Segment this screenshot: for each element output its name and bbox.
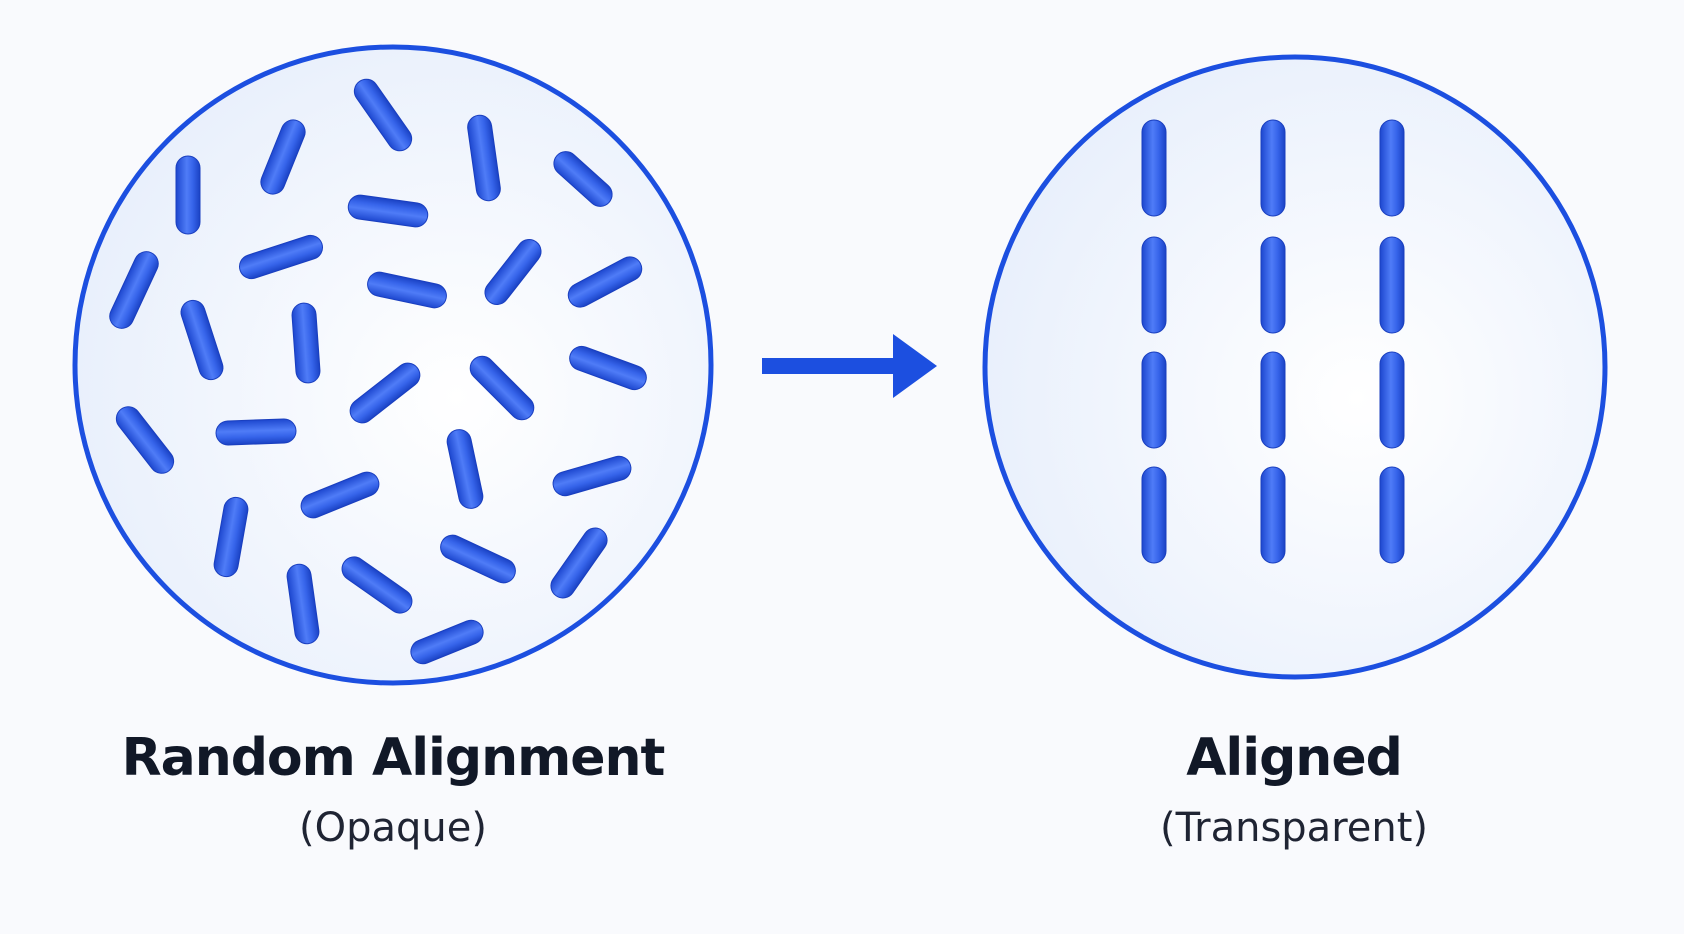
rod-particle: [469, 355, 535, 421]
rod-particle: [300, 471, 380, 519]
rod-particle: [260, 119, 306, 195]
rod-particle: [215, 418, 297, 446]
aligned-subtitle-wrap: (Transparent): [894, 805, 1684, 851]
rod-particle: [484, 239, 542, 305]
rod-particle: [1379, 119, 1405, 217]
rod-particle: [341, 556, 413, 614]
aligned-title: Aligned: [1186, 728, 1403, 788]
rod-particle: [1260, 351, 1286, 449]
rod-particle: [446, 429, 484, 509]
rod-particle: [180, 299, 224, 381]
rod-particle: [367, 271, 447, 309]
aligned-subtitle: (Transparent): [1159, 805, 1429, 851]
rod-particle: [550, 527, 608, 599]
rod-particle: [1260, 119, 1286, 217]
rod-particle: [440, 534, 516, 584]
rod-particle: [1141, 236, 1167, 334]
rod-particle: [353, 78, 413, 152]
rod-particle: [109, 251, 159, 329]
rod-particle: [115, 406, 175, 474]
rod-particle: [286, 563, 320, 645]
rod-particle: [410, 619, 484, 665]
rod-particle: [349, 362, 421, 424]
rod-particle: [1141, 466, 1167, 564]
rod-particle: [1141, 119, 1167, 217]
rod-particle: [1379, 351, 1405, 449]
random-particles: [109, 78, 647, 665]
aligned-particles: [1141, 119, 1405, 564]
random-caption: Random Alignment: [0, 728, 793, 788]
rod-particle: [1260, 466, 1286, 564]
rod-particle: [1379, 236, 1405, 334]
random-title: Random Alignment: [121, 728, 666, 788]
rod-particle: [1141, 351, 1167, 449]
rod-particle: [239, 234, 323, 280]
aligned-circle: [982, 54, 1608, 680]
rod-particle: [175, 155, 201, 235]
right-arrow-icon: [762, 334, 937, 398]
rod-particle: [552, 455, 632, 497]
aligned-caption: Aligned: [894, 728, 1684, 788]
rod-particle: [1379, 466, 1405, 564]
rod-particle: [213, 496, 249, 578]
rod-particle: [347, 194, 429, 228]
rod-particle: [291, 302, 321, 384]
rod-particle: [569, 345, 647, 391]
rod-particle: [553, 151, 613, 207]
random-subtitle: (Opaque): [299, 805, 487, 851]
rod-particle: [1260, 236, 1286, 334]
rod-particle: [467, 114, 501, 202]
rod-particle: [567, 256, 643, 308]
random-subtitle-wrap: (Opaque): [0, 805, 793, 851]
